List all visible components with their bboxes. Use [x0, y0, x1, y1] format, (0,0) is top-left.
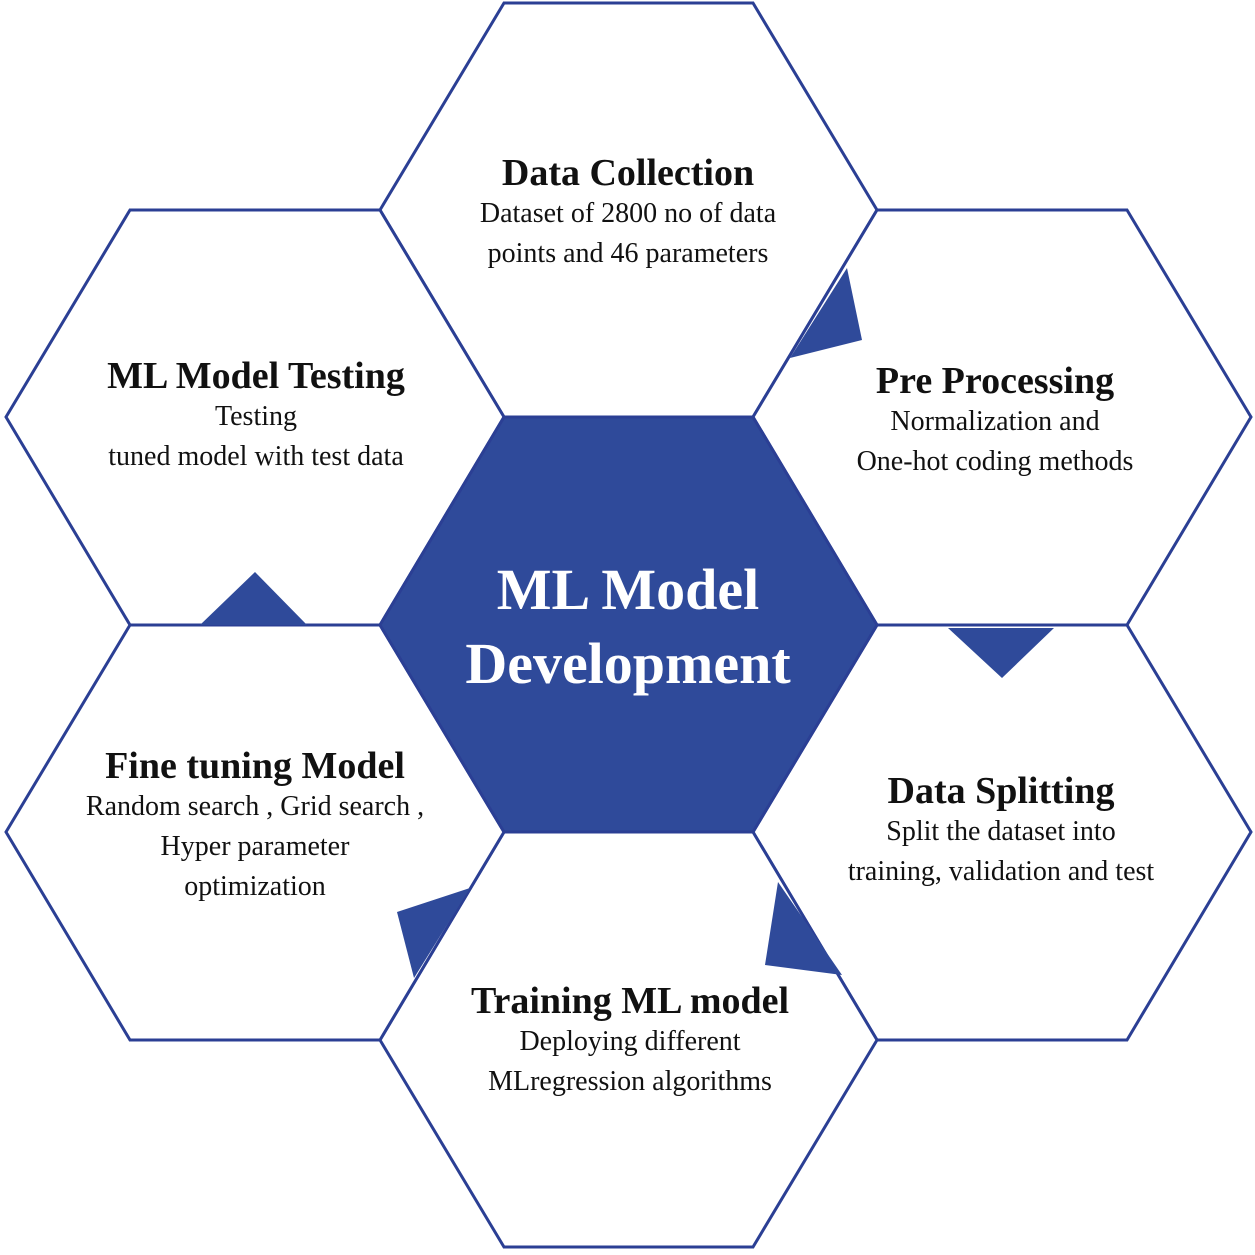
- cell-title: Pre Processing: [875, 360, 1115, 402]
- cell-text-line: Hyper parameter: [160, 831, 350, 862]
- cell-text-line: Testing: [214, 401, 298, 432]
- cell-title: Training ML model: [470, 980, 790, 1022]
- cell-text-line: Random search , Grid search ,: [85, 791, 425, 822]
- cell-training: Training ML model Deploying different ML…: [410, 980, 850, 1102]
- cell-text-line: optimization: [184, 871, 326, 902]
- cell-fine-tuning: Fine tuning Model Random search , Grid s…: [35, 745, 475, 907]
- cell-text-line: Deploying different: [519, 1026, 741, 1057]
- cell-testing: ML Model Testing Testing tuned model wit…: [36, 355, 476, 477]
- cell-text-line: MLregression algorithms: [488, 1066, 772, 1097]
- cell-text-line: Split the dataset into: [886, 816, 1116, 847]
- hex-center: [378, 415, 879, 834]
- cell-text-line: tuned model with test data: [108, 441, 404, 472]
- cell-data-collection: Data Collection Dataset of 2800 no of da…: [408, 152, 848, 274]
- center-title-line-1: ML Model: [496, 557, 760, 622]
- cell-text-line: Normalization and: [890, 406, 1100, 437]
- arrow-preprocessing-to-splitting: [948, 628, 1054, 678]
- arrow-collection-to-preprocessing: [790, 268, 862, 358]
- center-title-line-2: Development: [465, 631, 791, 696]
- cell-text-line: points and 46 parameters: [487, 238, 769, 269]
- cell-text-line: One-hot coding methods: [856, 446, 1134, 477]
- arrow-splitting-to-training: [765, 882, 842, 975]
- cell-data-splitting: Data Splitting Split the dataset into tr…: [781, 770, 1221, 892]
- cell-text-line: Dataset of 2800 no of data: [479, 198, 777, 229]
- cell-text-line: training, validation and test: [847, 856, 1155, 887]
- cell-pre-processing: Pre Processing Normalization and One-hot…: [775, 360, 1215, 482]
- center-title: ML Model Development: [378, 553, 878, 701]
- arrow-finetuning-to-testing: [200, 572, 307, 625]
- cell-title: Data Splitting: [887, 770, 1115, 812]
- cell-title: ML Model Testing: [107, 355, 405, 397]
- cell-title: Data Collection: [501, 152, 755, 194]
- cell-title: Fine tuning Model: [105, 745, 405, 787]
- arrow-training-to-finetuning: [397, 888, 470, 978]
